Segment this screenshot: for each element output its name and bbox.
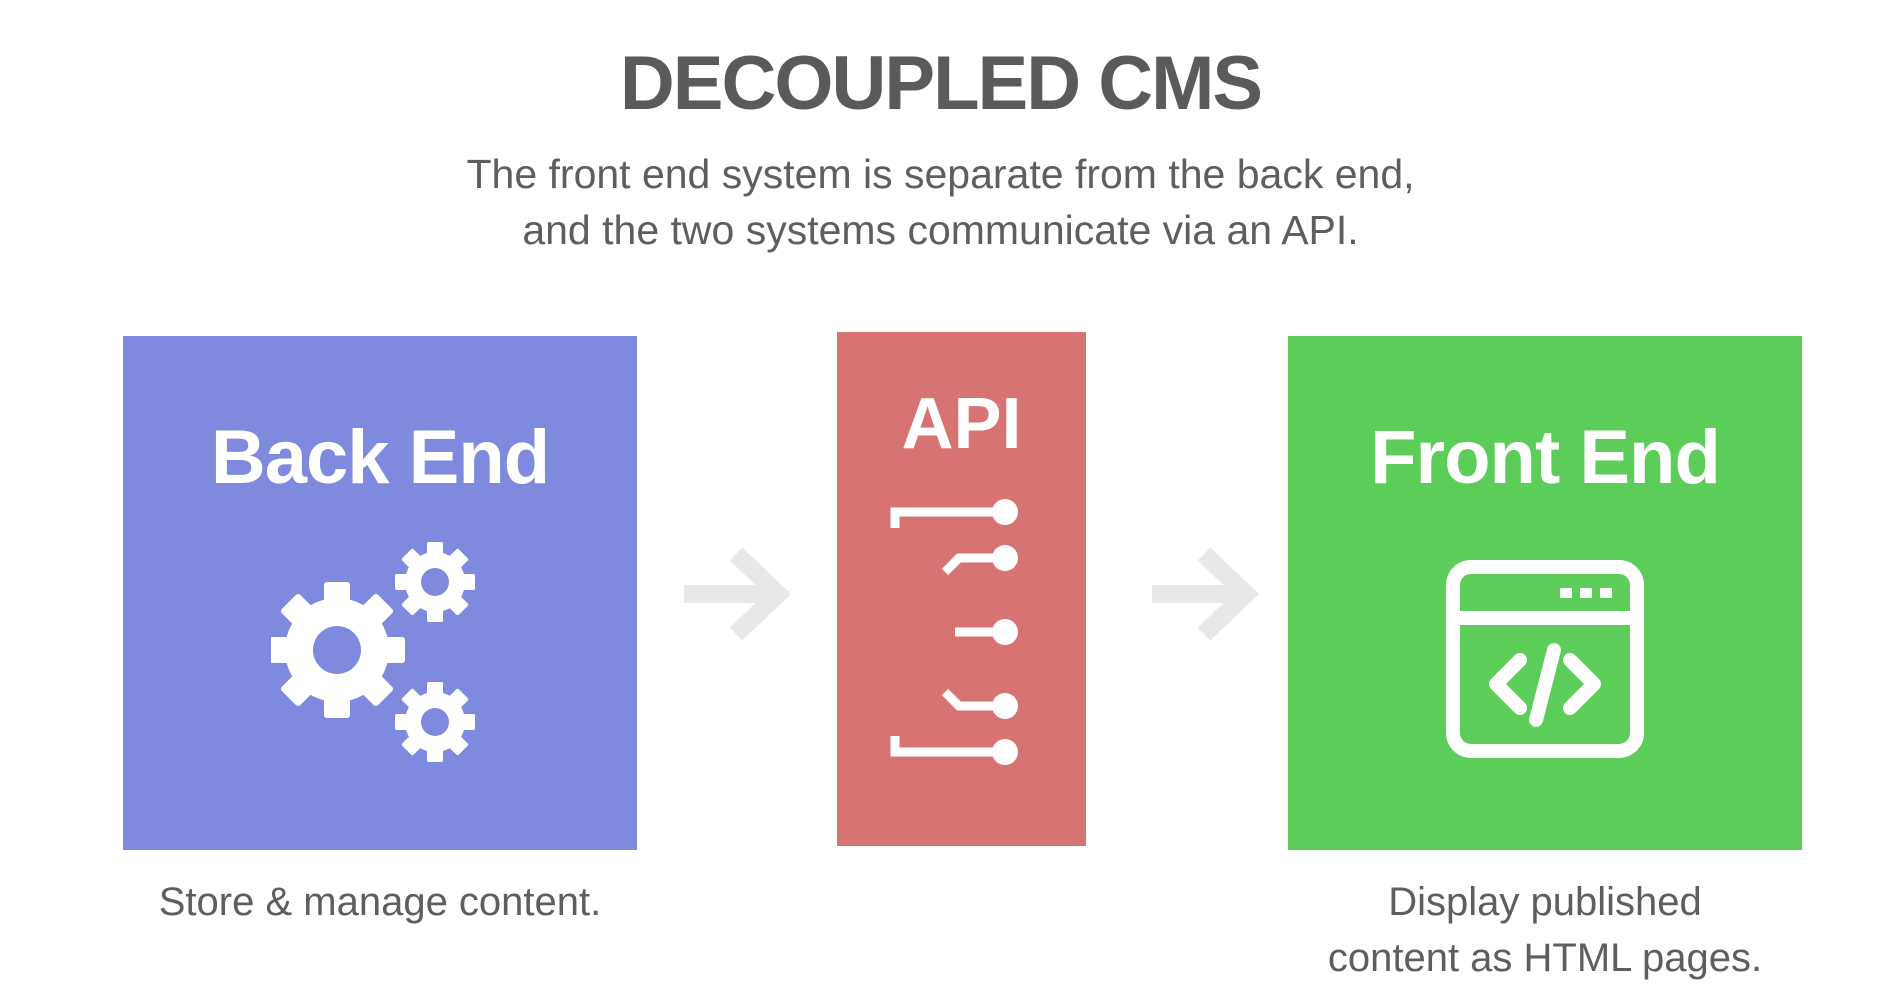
- frontend-caption-line-2: content as HTML pages.: [1327, 936, 1763, 980]
- frontend-box: Front End: [1288, 336, 1802, 850]
- frontend-caption: Display published content as HTML pages.: [1288, 874, 1802, 986]
- frontend-caption-line-1: Display published: [1388, 880, 1702, 924]
- api-box: API: [837, 332, 1086, 846]
- diagram-title: DECOUPLED CMS: [619, 41, 1263, 126]
- api-label: API: [901, 384, 1022, 464]
- browser-code-icon: [1446, 560, 1644, 758]
- subtitle-line-2: and the two systems communicate via an A…: [522, 207, 1359, 253]
- frontend-label: Front End: [1370, 415, 1721, 500]
- backend-box: Back End: [123, 336, 637, 850]
- backend-label: Back End: [210, 415, 550, 500]
- subtitle-line-1: The front end system is separate from th…: [466, 151, 1415, 197]
- arrow-right-icon: [1152, 547, 1260, 641]
- connector-icon: [890, 499, 1018, 765]
- arrow-right-icon: [684, 547, 792, 641]
- backend-caption: Store & manage content.: [158, 880, 602, 924]
- diagram-subtitle: The front end system is separate from th…: [0, 146, 1881, 258]
- gears-icon: [271, 542, 475, 762]
